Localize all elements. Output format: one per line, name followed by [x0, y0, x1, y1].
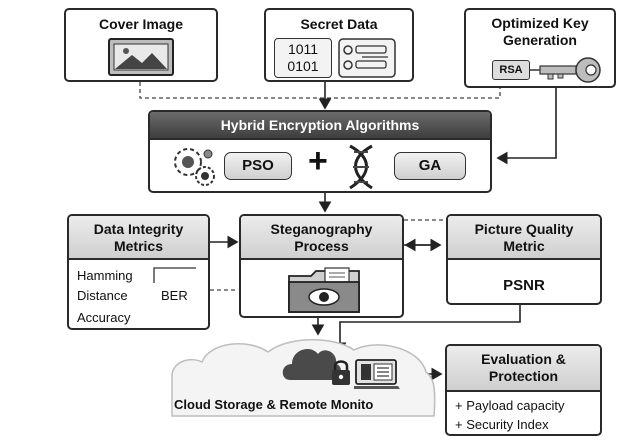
hybrid-encryption-title: Hybrid Encryption Algorithms [150, 112, 490, 140]
steganography-header: Steganography Process [241, 216, 402, 260]
list-icon [338, 38, 396, 78]
data-integrity-title-2: Metrics [113, 238, 164, 254]
cloud-storage-label: Cloud Storage & Remote Monito [174, 397, 374, 412]
hamming-label: Hamming [77, 268, 133, 283]
steganography-title-1: Steganography [270, 221, 373, 237]
psnr-label: PSNR [503, 277, 545, 294]
binary-line-1: 1011 [287, 41, 319, 57]
image-icon [108, 38, 174, 76]
plus-sign: + [308, 142, 328, 180]
payload-capacity-item: + Payload capacity [455, 398, 565, 413]
ga-label: GA [394, 152, 466, 180]
binary-line-2: 0101 [287, 58, 319, 74]
accuracy-label: Accuracy [77, 310, 131, 325]
steganography-box: Steganography Process [239, 214, 404, 318]
secret-data-title: Secret Data [300, 16, 378, 32]
key-generation-box: Optimized Key Generation RSA [464, 8, 616, 88]
picture-quality-title-1: Picture Quality [474, 221, 574, 237]
dna-icon [349, 144, 373, 190]
evaluation-title-2: Protection [488, 368, 559, 384]
ber-label: BER [161, 288, 188, 303]
picture-quality-title-2: Metric [503, 238, 545, 254]
cloud-icon [282, 349, 342, 380]
evaluation-title-1: Evaluation & [481, 351, 566, 367]
key-generation-title-2: Generation [503, 32, 577, 48]
ber-chart-icon [153, 267, 196, 283]
padlock-icon [332, 360, 350, 385]
evaluation-box: Evaluation & Protection + Payload capaci… [445, 344, 602, 436]
steganography-title-2: Process [294, 238, 349, 254]
laptop-icon [354, 359, 400, 389]
distance-label: Distance [77, 288, 128, 303]
picture-quality-header: Picture Quality Metric [448, 216, 600, 260]
key-generation-title-1: Optimized Key [491, 15, 589, 31]
pso-label: PSO [224, 152, 292, 180]
data-integrity-box: Data Integrity Metrics Hamming Distance … [67, 214, 210, 330]
rsa-badge: RSA [492, 60, 530, 80]
evaluation-header: Evaluation & Protection [447, 346, 600, 392]
key-icon [530, 57, 601, 83]
picture-quality-box: Picture Quality Metric PSNR [446, 214, 602, 305]
data-integrity-title-1: Data Integrity [93, 221, 184, 237]
cover-image-box: Cover Image [64, 8, 218, 82]
data-integrity-header: Data Integrity Metrics [69, 216, 208, 260]
security-index-item: + Security Index [455, 417, 549, 432]
secret-data-box: Secret Data 1011 0101 [264, 8, 414, 82]
hybrid-encryption-box: Hybrid Encryption Algorithms PSO + GA [148, 110, 492, 193]
folder-eye-icon [288, 267, 360, 313]
cover-image-title: Cover Image [98, 16, 184, 32]
binary-data-icon: 1011 0101 [274, 38, 332, 78]
gears-icon [174, 148, 215, 186]
